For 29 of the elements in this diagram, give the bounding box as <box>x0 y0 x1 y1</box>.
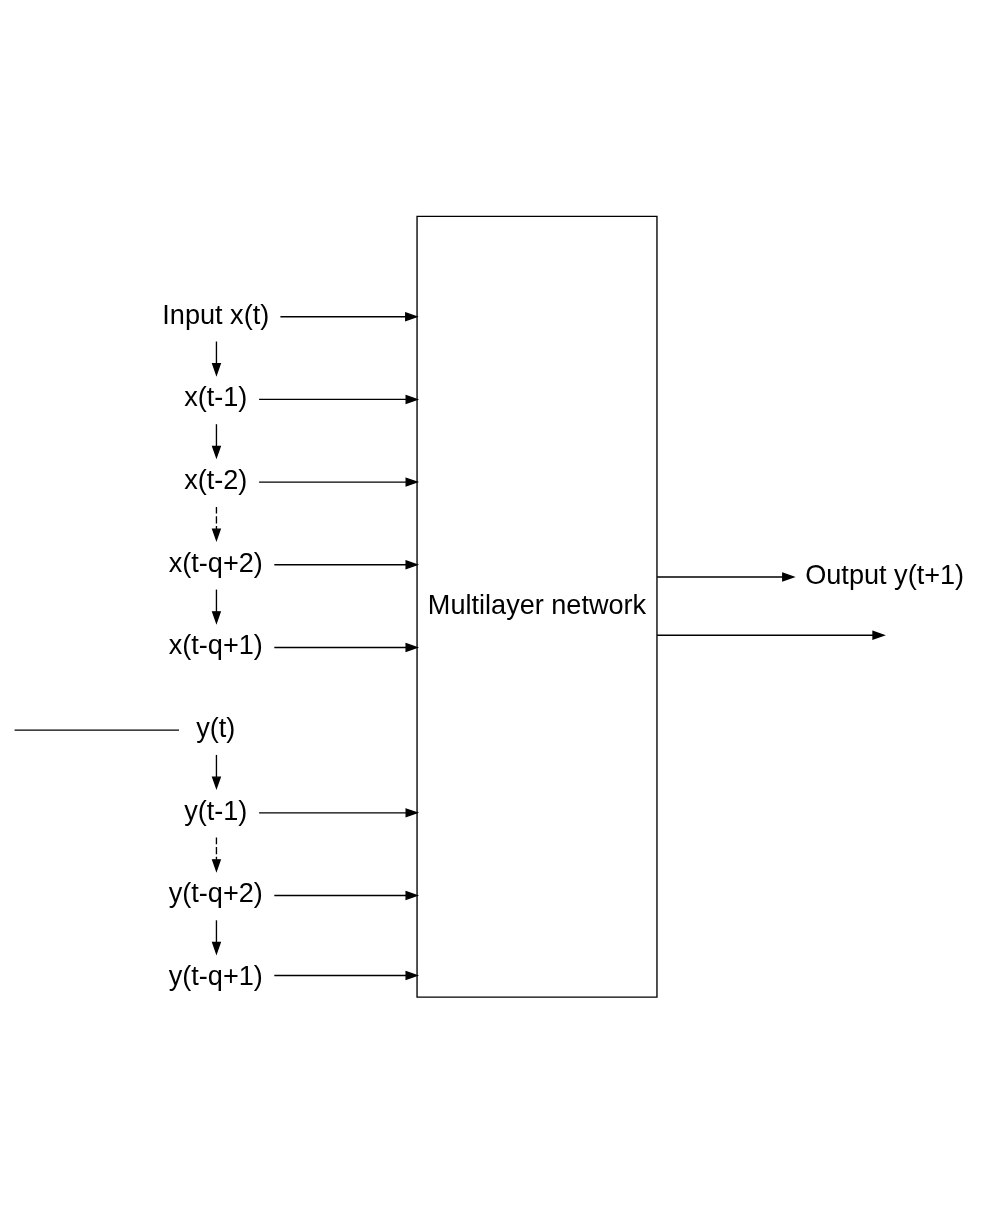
node-text: x(t-q+2) <box>168 546 263 578</box>
node-text: x(t-q+1) <box>168 629 263 661</box>
arrow <box>656 630 886 640</box>
node-text: Input x(t) <box>162 298 270 330</box>
arrow <box>273 890 420 901</box>
arrow <box>211 754 222 791</box>
node-text: Output y(t+1) <box>805 558 965 590</box>
arrow <box>273 642 420 653</box>
arrow <box>211 919 222 956</box>
node-text: x(t-1) <box>184 381 248 413</box>
arrow <box>211 340 222 377</box>
arrow <box>656 572 796 582</box>
arrow <box>273 970 420 981</box>
arrow <box>279 311 419 322</box>
arrow <box>211 506 222 543</box>
arrow <box>258 394 420 405</box>
node-box: Multilayer network <box>416 215 658 998</box>
node-text: y(t) <box>196 711 236 743</box>
node-text: y(t-q+2) <box>168 877 263 909</box>
node-text: x(t-2) <box>184 463 248 495</box>
node-text: y(t-1) <box>184 794 248 826</box>
arrow <box>211 423 222 460</box>
node-text: y(t-q+1) <box>168 959 263 991</box>
connector <box>13 729 180 731</box>
arrow <box>258 477 420 487</box>
arrow <box>258 808 420 818</box>
arrow <box>211 836 222 873</box>
arrow <box>211 588 222 625</box>
arrow <box>273 560 420 570</box>
